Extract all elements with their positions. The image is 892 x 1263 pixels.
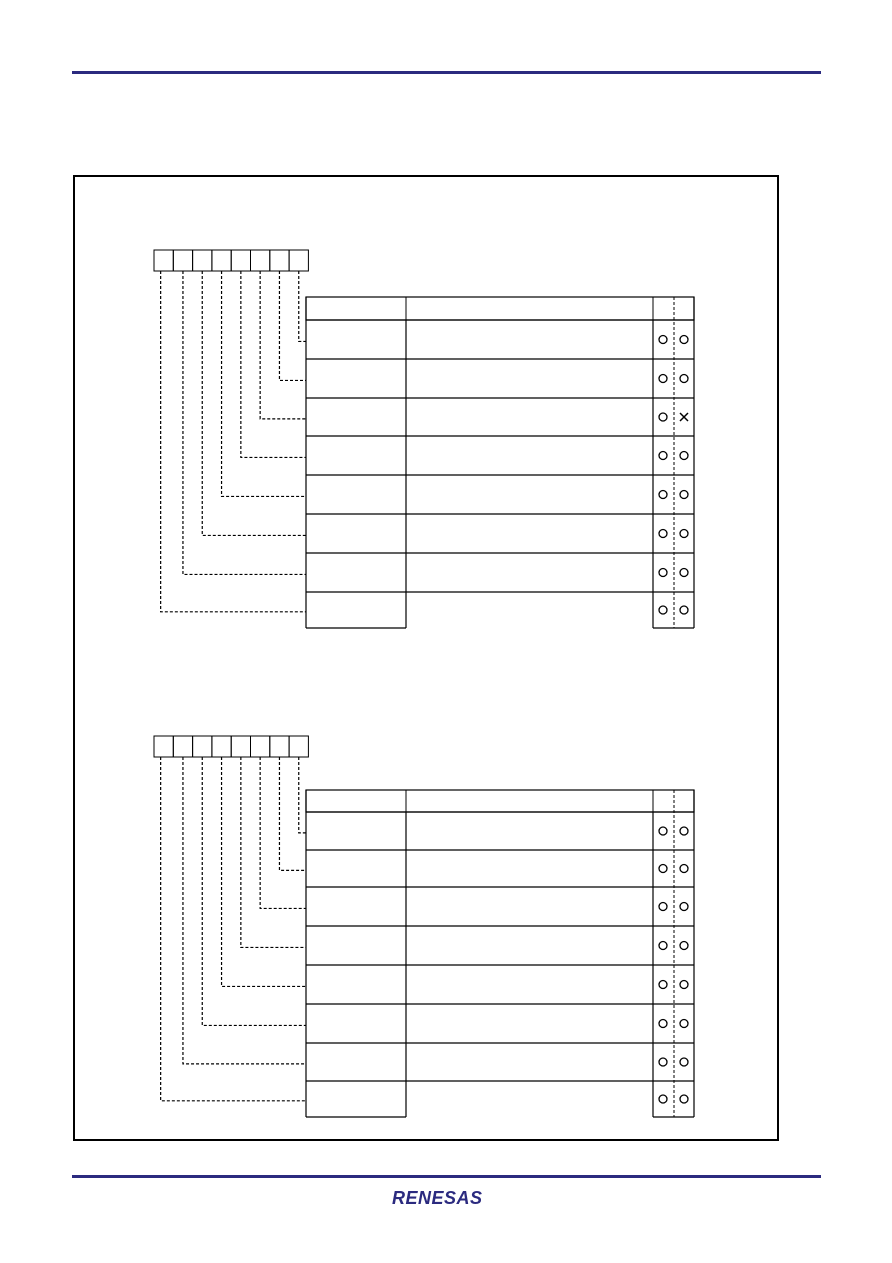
leader-upper-bit2 — [259, 271, 306, 420]
leader-upper-bit3 — [240, 271, 306, 459]
read-mark-upper-2 — [658, 412, 668, 422]
bit-box-lower-3 — [230, 735, 251, 758]
leader-upper-bit6 — [182, 271, 306, 576]
bit-box-lower-6 — [172, 735, 194, 758]
leader-lower-bit7 — [160, 757, 306, 1102]
bit-box-upper-0 — [288, 249, 309, 272]
write-mark-upper-2 — [679, 412, 689, 422]
read-mark-upper-5 — [658, 528, 668, 539]
write-mark-upper-3 — [679, 450, 689, 461]
bit-box-upper-7 — [153, 249, 174, 272]
leader-lower-bit3 — [240, 757, 306, 949]
read-mark-lower-5 — [658, 1018, 668, 1029]
bit-box-upper-1 — [269, 249, 290, 272]
write-mark-lower-5 — [679, 1018, 689, 1029]
bit-box-lower-5 — [192, 735, 213, 758]
header-rule — [72, 71, 821, 74]
bit-box-upper-4 — [211, 249, 232, 272]
bit-box-lower-1 — [269, 735, 290, 758]
write-mark-upper-4 — [679, 489, 689, 500]
write-mark-upper-0 — [679, 334, 689, 345]
write-mark-upper-7 — [679, 605, 689, 615]
read-mark-upper-3 — [658, 450, 668, 461]
leader-lower-bit4 — [220, 757, 306, 988]
leader-lower-bit5 — [201, 757, 306, 1027]
footer-rule — [72, 1175, 821, 1178]
leader-upper-bit0 — [298, 271, 306, 343]
register-figure-frame — [73, 175, 779, 1141]
write-mark-lower-1 — [679, 863, 689, 874]
leader-upper-bit1 — [278, 271, 306, 382]
write-mark-lower-3 — [679, 940, 689, 951]
bit-box-lower-4 — [211, 735, 232, 758]
leader-lower-bit1 — [278, 757, 306, 871]
read-mark-lower-6 — [658, 1057, 668, 1067]
leader-lower-bit6 — [182, 757, 306, 1065]
read-mark-lower-2 — [658, 901, 668, 912]
read-mark-upper-7 — [658, 605, 668, 615]
read-mark-upper-6 — [658, 567, 668, 578]
bit-box-upper-6 — [172, 249, 194, 272]
read-mark-upper-4 — [658, 489, 668, 500]
write-mark-upper-6 — [679, 567, 689, 578]
write-mark-lower-4 — [679, 979, 689, 990]
leader-lower-bit2 — [259, 757, 306, 910]
bit-box-lower-0 — [288, 735, 309, 758]
renesas-logo: RENESAS — [392, 1188, 483, 1208]
read-mark-lower-3 — [658, 940, 668, 951]
leader-upper-bit7 — [160, 271, 306, 613]
write-mark-upper-1 — [679, 373, 689, 384]
write-mark-lower-0 — [679, 826, 689, 836]
bit-box-upper-5 — [192, 249, 213, 272]
write-mark-lower-2 — [679, 901, 689, 912]
table-header-lower — [305, 789, 695, 813]
bit-box-lower-7 — [153, 735, 174, 758]
bit-box-upper-2 — [250, 249, 271, 272]
bit-box-upper-3 — [230, 249, 251, 272]
write-mark-upper-5 — [679, 528, 689, 539]
read-mark-lower-0 — [658, 826, 668, 836]
write-mark-lower-7 — [679, 1094, 689, 1104]
read-mark-lower-1 — [658, 863, 668, 874]
write-mark-lower-6 — [679, 1057, 689, 1067]
read-mark-upper-1 — [658, 373, 668, 384]
leader-upper-bit4 — [220, 271, 306, 498]
logo-text: RENESAS — [392, 1188, 483, 1208]
bit-box-lower-2 — [250, 735, 271, 758]
read-mark-lower-4 — [658, 979, 668, 990]
read-mark-upper-0 — [658, 334, 668, 345]
leader-upper-bit5 — [201, 271, 306, 537]
leader-lower-bit0 — [298, 757, 306, 834]
read-mark-lower-7 — [658, 1094, 668, 1104]
table-header-upper — [305, 296, 695, 321]
